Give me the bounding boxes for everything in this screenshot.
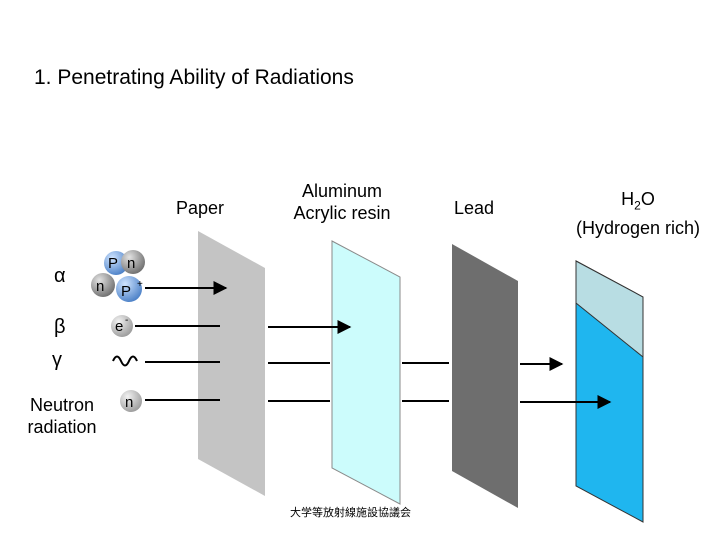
proton-ball <box>116 276 142 302</box>
alpha-p-charge: + <box>137 279 143 290</box>
paper-label: Paper <box>160 197 240 219</box>
lead-panel <box>452 244 518 508</box>
alpha-n-top-label: n <box>127 255 135 272</box>
aluminum-panel <box>331 240 401 505</box>
gamma-wave-icon <box>112 355 138 367</box>
gamma-symbol: γ <box>52 349 62 371</box>
paper-label-text: Paper <box>175 198 225 218</box>
water-o: O <box>640 189 655 209</box>
neutron-particle <box>120 390 142 412</box>
neutron-label-line1: Neutron <box>29 395 95 415</box>
lead-label: Lead <box>438 197 510 219</box>
aluminum-label-line2: Acrylic resin <box>293 203 391 223</box>
alpha-n-bottom-label: n <box>96 278 104 295</box>
water-h: H <box>621 189 635 209</box>
water-panel-top <box>575 260 644 359</box>
alpha-symbol: α <box>54 265 66 287</box>
aluminum-label: Aluminum Acrylic resin <box>272 180 412 224</box>
alpha-p-top-label: P <box>108 255 118 272</box>
paper-panel <box>198 231 265 496</box>
aluminum-label-line1: Aluminum <box>301 181 383 201</box>
water-label-line1: H2O <box>558 188 718 217</box>
neutron-particle-label: n <box>125 394 133 411</box>
page-title: 1. Penetrating Ability of Radiations <box>34 66 354 89</box>
water-label-line2: (Hydrogen rich) <box>575 217 701 238</box>
beta-symbol: β <box>54 316 66 338</box>
electron-charge: - <box>125 315 128 326</box>
neutron-label-line2: radiation <box>27 417 97 437</box>
proton-ball <box>104 251 128 275</box>
neutron-ball <box>91 273 115 297</box>
alpha-p-bottom-label: P <box>121 283 131 300</box>
electron-label: e <box>115 318 123 335</box>
neutron-radiation-label: Neutron radiation <box>14 394 110 438</box>
footer-credit: 大学等放射線施設協議会 <box>290 507 411 519</box>
water-subscript: 2 <box>634 198 641 213</box>
neutron-ball <box>121 250 145 274</box>
alpha-particle: P n n P + <box>91 250 145 302</box>
lead-label-text: Lead <box>453 198 495 218</box>
electron-ball <box>111 315 133 337</box>
water-label: H2O (Hydrogen rich) <box>558 188 718 239</box>
